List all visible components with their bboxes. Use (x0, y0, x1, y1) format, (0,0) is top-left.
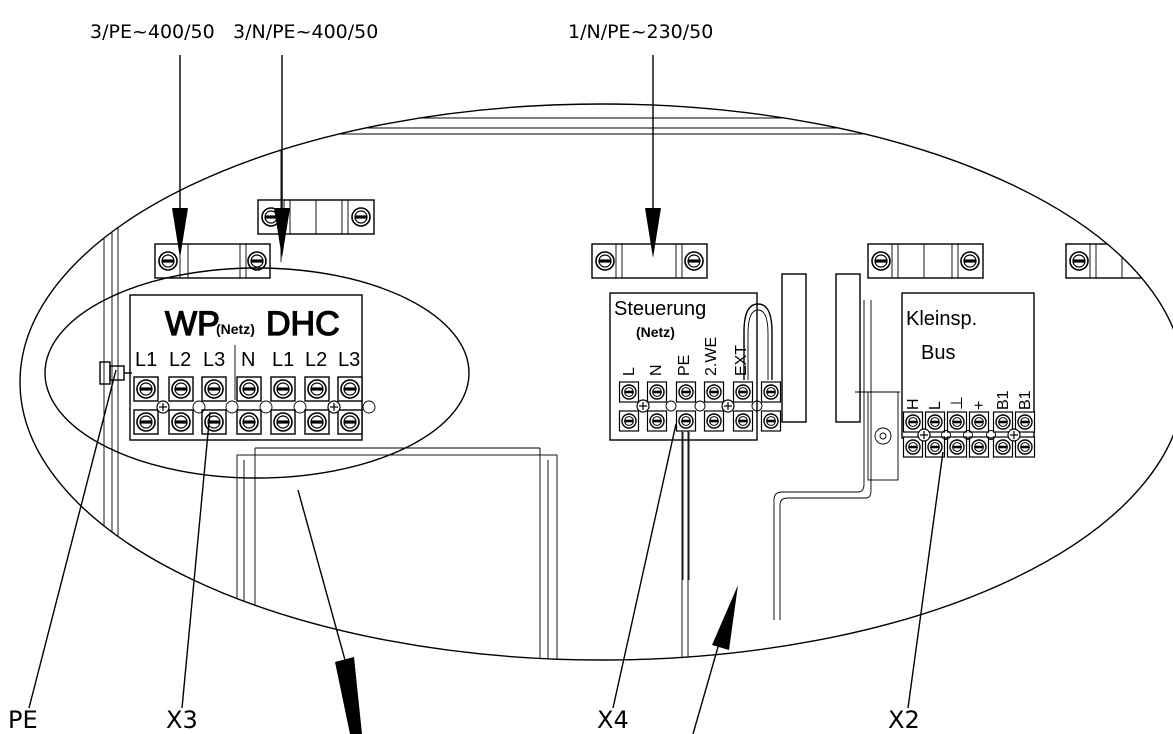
x4-terminal-label: 2.WE (703, 337, 720, 376)
label-x3: X3 (166, 706, 198, 734)
x3-terminal-label: L1 (135, 349, 157, 371)
x3-title-netz: (Netz) (216, 321, 255, 337)
x3-highlight-ellipse (44, 267, 470, 479)
x4-terminal-label: N (648, 364, 665, 376)
x3-terminal-block: WP (Netz) DHC L1 L2 L3 N L1 L2 L3 (99, 294, 376, 441)
x3-screws (134, 377, 376, 434)
cable-clamp-5 (1065, 243, 1173, 279)
x4-title: Steuerung (614, 298, 706, 320)
label-x4: X4 (597, 706, 629, 734)
x2-title-line2: Bus (921, 342, 955, 364)
label-supply-3npe: 3/N/PE~400/50 (233, 21, 378, 43)
leader-x2 (907, 451, 944, 709)
x2-terminal-label: H (905, 398, 922, 410)
x3-title-wp: WP (165, 305, 220, 343)
x4-terminal-label: PE (676, 355, 693, 376)
x3-terminal-label: L2 (305, 349, 327, 371)
label-x2: X2 (888, 706, 920, 734)
x3-terminal-label: L3 (338, 349, 360, 371)
label-pe: PE (8, 706, 38, 734)
x4-subtitle: (Netz) (636, 324, 675, 340)
x2-terminal-label: + (971, 401, 988, 410)
arrow-cable-out (297, 489, 362, 734)
cable-clamp-1 (154, 243, 271, 279)
x3-terminal-label: N (241, 349, 255, 371)
x4-terminal-label: L (621, 367, 638, 376)
x2-terminal-label: L (927, 401, 944, 410)
leader-pe (28, 369, 117, 709)
x3-title-dhc: DHC (266, 305, 340, 343)
cable-clamp-2 (257, 199, 375, 235)
cable-clamp-3 (591, 243, 708, 279)
x2-terminal-label: B1 (995, 390, 1012, 410)
housing-outline (19, 103, 1173, 661)
x3-terminal-label: L1 (272, 349, 294, 371)
x4-bridge-wire (743, 303, 773, 380)
arrow-cable-in (692, 585, 738, 734)
leader-x4 (612, 423, 677, 709)
cable-clamp-4 (867, 243, 984, 279)
arrow-supply-1npe (645, 55, 661, 258)
x4-terminal-label: EXT (733, 345, 750, 376)
arrow-supply-3pe (172, 55, 188, 258)
x3-terminal-label: L2 (169, 349, 191, 371)
pe-bolt (99, 361, 132, 385)
x3-terminal-label: L3 (203, 349, 225, 371)
arrow-supply-3npe (274, 55, 290, 258)
x2-terminal-label: ⊥ (949, 396, 966, 410)
label-supply-3pe: 3/PE~400/50 (90, 21, 215, 43)
leader-x3 (181, 411, 211, 709)
x2-terminal-label: B1 (1017, 390, 1034, 410)
x4-terminal-block: Steuerung (Netz) L N PE 2.WE EXT (609, 292, 781, 580)
x2-title-line1: Kleinsp. (906, 308, 977, 330)
x2-terminal-block: Kleinsp. Bus H L ⊥ + B1 B1 (901, 292, 1035, 457)
label-supply-1npe: 1/N/PE~230/50 (568, 21, 713, 43)
